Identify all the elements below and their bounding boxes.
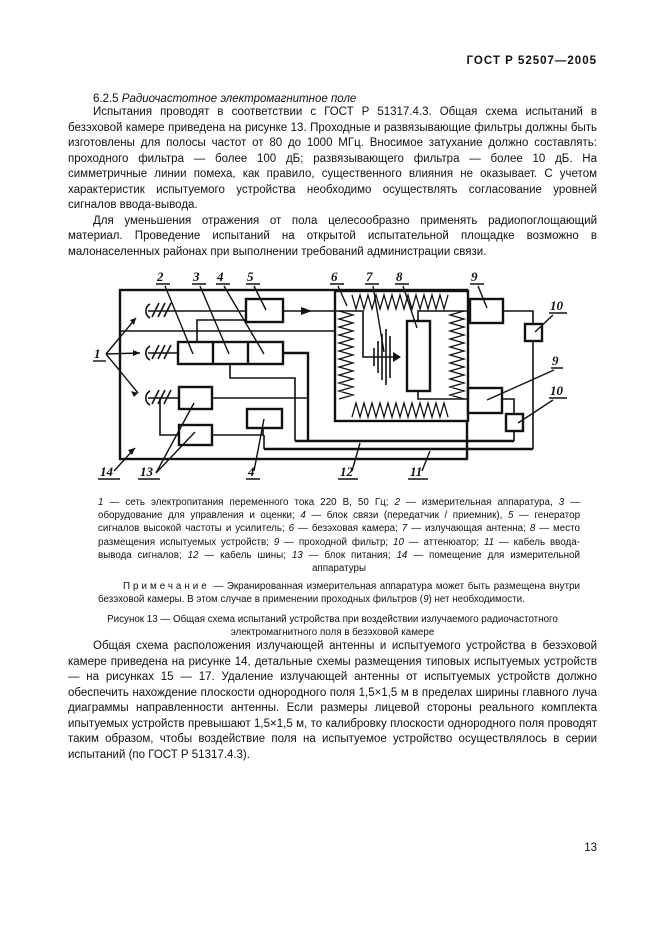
figure-caption: Рисунок 13 — Общая схема испытаний устро… bbox=[107, 613, 558, 638]
feedthrough-filter-9b bbox=[466, 386, 504, 415]
legend-item-number: 3 bbox=[558, 497, 565, 508]
legend-item-number: 5 bbox=[507, 510, 514, 522]
absorber-top bbox=[351, 292, 449, 312]
legend-item-number: 9 bbox=[273, 536, 280, 548]
section-number: 6.2.5 bbox=[93, 93, 119, 105]
legend-item-text: — безэховая камера; bbox=[298, 523, 398, 535]
label-4: 4 bbox=[216, 269, 224, 284]
legend-item-number: 14 bbox=[396, 549, 408, 561]
label-7: 7 bbox=[366, 269, 373, 284]
legend-item-text: — генератор сигналов высокой частоты и у… bbox=[98, 510, 581, 535]
legend-item-text: — оборудование для управления и оценки; bbox=[98, 497, 581, 522]
label-8: 8 bbox=[396, 269, 403, 284]
paragraph-2: Для уменьшения отражения от пола целесоо… bbox=[68, 214, 597, 258]
attenuator-10a bbox=[523, 322, 544, 343]
mains-inputs bbox=[145, 302, 172, 406]
hash-top bbox=[151, 302, 172, 318]
attenuator-10b bbox=[504, 412, 525, 433]
paragraph-1: Испытания проводят в соответствии с ГОСТ… bbox=[68, 106, 597, 211]
figure-legend: 1 — сеть электропитания переменного тока… bbox=[98, 496, 580, 575]
legend-item-text: — излучающая антенна; bbox=[411, 523, 526, 535]
comm-unit-box-4b bbox=[245, 407, 284, 430]
absorber-left bbox=[336, 310, 356, 400]
label-1: 1 bbox=[94, 346, 101, 361]
equipment-row-2-3-4 bbox=[176, 340, 285, 366]
note-text-after: ) нет необходимости. bbox=[428, 594, 525, 606]
paragraph-3: Общая схема расположения излучающей анте… bbox=[68, 640, 597, 761]
legend-item-text: — блок связи (передатчик / приемник), bbox=[311, 510, 503, 522]
power-unit-box-13b bbox=[177, 423, 214, 447]
legend-item-text: — кабель ввода-вывода сигналов; bbox=[98, 536, 580, 561]
hash-mid bbox=[151, 344, 172, 360]
callout-labels: 1 2 3 4 5 6 7 bbox=[93, 269, 567, 480]
label-4b: 4 bbox=[247, 464, 255, 479]
legend-item-text: — аттенюатор; bbox=[408, 536, 480, 548]
label-11: 11 bbox=[410, 464, 422, 479]
legend-item-number: 13 bbox=[291, 549, 303, 561]
legend-item-number: 7 bbox=[401, 523, 408, 535]
page-content: 6.2.5 Радиочастотное электромагнитное по… bbox=[68, 93, 597, 763]
label-9b: 9 bbox=[552, 353, 559, 368]
hash-bottom bbox=[151, 389, 172, 405]
label-5: 5 bbox=[247, 269, 254, 284]
legend-item-text: — место размещения испытуемых устройств; bbox=[98, 523, 580, 548]
legend-item-number: 11 bbox=[483, 536, 495, 548]
label-12: 12 bbox=[340, 464, 354, 479]
anechoic-chamber bbox=[333, 289, 470, 423]
legend-item-number: 1 bbox=[98, 497, 104, 508]
legend-item-text: — сеть электропитания переменного тока 2… bbox=[109, 497, 389, 508]
legend-item-number: 12 bbox=[187, 549, 199, 561]
label-14: 14 bbox=[100, 464, 114, 479]
wiring bbox=[120, 307, 534, 451]
absorber-right bbox=[447, 310, 467, 400]
standard-code: ГОСТ Р 52507—2005 bbox=[466, 55, 597, 67]
eut-location bbox=[405, 319, 432, 393]
legend-item-number: 8 bbox=[529, 523, 536, 535]
legend-item-text: — блок питания; bbox=[308, 549, 391, 561]
label-13: 13 bbox=[140, 464, 154, 479]
radiating-antenna bbox=[373, 329, 401, 385]
note-ref-number: 9 bbox=[423, 594, 429, 606]
label-2: 2 bbox=[156, 269, 164, 284]
feedthrough-filter-9a bbox=[468, 297, 505, 325]
generator-box-5 bbox=[244, 297, 285, 324]
section-title: Радиочастотное электромагнитное поле bbox=[121, 93, 357, 105]
document-header: ГОСТ Р 52507—2005 bbox=[0, 0, 661, 67]
label-6: 6 bbox=[331, 269, 338, 284]
legend-item-text: — кабель шины; bbox=[204, 549, 286, 561]
label-9a: 9 bbox=[471, 269, 478, 284]
legend-item-text: — помещение для измерительной аппаратуры bbox=[311, 549, 580, 575]
label-10a: 10 bbox=[550, 298, 564, 313]
label-10b: 10 bbox=[550, 383, 564, 398]
absorber-bottom bbox=[351, 400, 449, 420]
test-setup-schematic: 1 2 3 4 5 6 7 bbox=[93, 269, 567, 480]
note-text-before: — Экранированная измерительная аппаратур… bbox=[98, 581, 580, 606]
legend-item-text: — измерительная аппаратура, bbox=[406, 497, 553, 508]
legend-item-number: 4 bbox=[300, 510, 306, 522]
legend-item-number: 6 bbox=[288, 523, 295, 535]
section-heading: 6.2.5 Радиочастотное электромагнитное по… bbox=[68, 93, 597, 105]
note-label: Примечание bbox=[123, 581, 210, 593]
legend-item-number: 2 bbox=[394, 497, 401, 508]
label-3: 3 bbox=[192, 269, 200, 284]
power-unit-box-13a bbox=[177, 385, 214, 411]
legend-item-number: 10 bbox=[393, 536, 404, 548]
page-number: 13 bbox=[584, 842, 597, 854]
figure-note: Примечание — Экранированная измерительна… bbox=[98, 580, 580, 606]
legend-item-text: — проходной фильтр; bbox=[284, 536, 389, 548]
figure-13-diagram: 1 2 3 4 5 6 7 bbox=[68, 266, 597, 488]
